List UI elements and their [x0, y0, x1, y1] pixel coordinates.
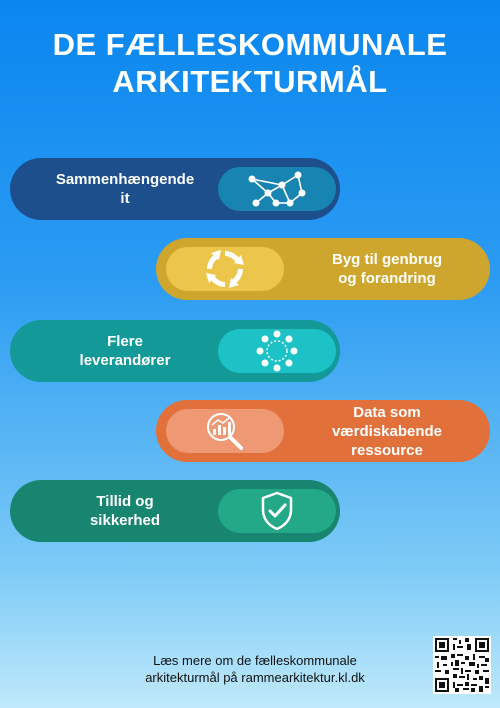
magnifier-chart-icon: [207, 413, 243, 450]
title-line-1: DE FÆLLESKOMMUNALE: [52, 27, 448, 62]
read-more-text: Læs mere om de fælleskommunale arkitektu…: [110, 652, 400, 686]
goal-pill-tillid-og-sikkerhed: Tillid og sikkerhed: [10, 480, 340, 542]
goal-label-line: Flere: [107, 333, 143, 350]
goal-label: Sammenhængende it: [30, 158, 220, 220]
goal-pill-sammenhaengende-it: Sammenhængende it: [10, 158, 340, 220]
goal-label-line: sikkerhed: [89, 512, 161, 529]
qr-code-icon[interactable]: [433, 636, 491, 694]
footer-line: Læs mere om de fælleskommunale: [153, 653, 357, 668]
goal-label-line: it: [120, 190, 130, 207]
goal-label: Byg til genbrug og forandring: [294, 238, 480, 300]
network-icon: [248, 171, 306, 207]
goal-label-line: og forandring: [338, 270, 436, 287]
goal-pill-byg-til-genbrug: Byg til genbrug og forandring: [156, 238, 490, 300]
page-title: DE FÆLLESKOMMUNALE ARKITEKTURMÅL: [0, 26, 500, 100]
goal-label-line: Sammenhængende: [55, 171, 195, 188]
goal-icon-box: [166, 247, 284, 291]
goal-label-line: leverandører: [79, 352, 171, 369]
footer-line: arkitekturmål på rammearkitektur.kl.dk: [145, 670, 365, 685]
goal-icon-box: [166, 409, 284, 453]
goal-label: Flere leverandører: [30, 320, 220, 382]
goal-label-line: Tillid og: [96, 493, 154, 510]
goal-label-line: Byg til genbrug: [332, 251, 442, 268]
goal-label: Data som værdiskabende ressource: [294, 400, 480, 462]
recycle-arrows-icon: [206, 250, 244, 288]
goal-label-line: værdiskabende: [331, 422, 443, 440]
goal-label: Tillid og sikkerhed: [30, 480, 220, 542]
shield-check-icon: [261, 491, 293, 531]
goal-icon-box: [218, 167, 336, 211]
goal-label-line: Data som: [353, 403, 421, 421]
goal-icon-box: [218, 329, 336, 373]
title-line-2: ARKITEKTURMÅL: [112, 64, 388, 99]
goal-label-line: ressource: [351, 441, 423, 459]
goal-pill-data-som-ressource: Data som værdiskabende ressource: [156, 400, 490, 462]
goal-icon-box: [218, 489, 336, 533]
goal-pill-flere-leverandoerer: Flere leverandører: [10, 320, 340, 382]
people-circle-icon: [256, 330, 298, 372]
